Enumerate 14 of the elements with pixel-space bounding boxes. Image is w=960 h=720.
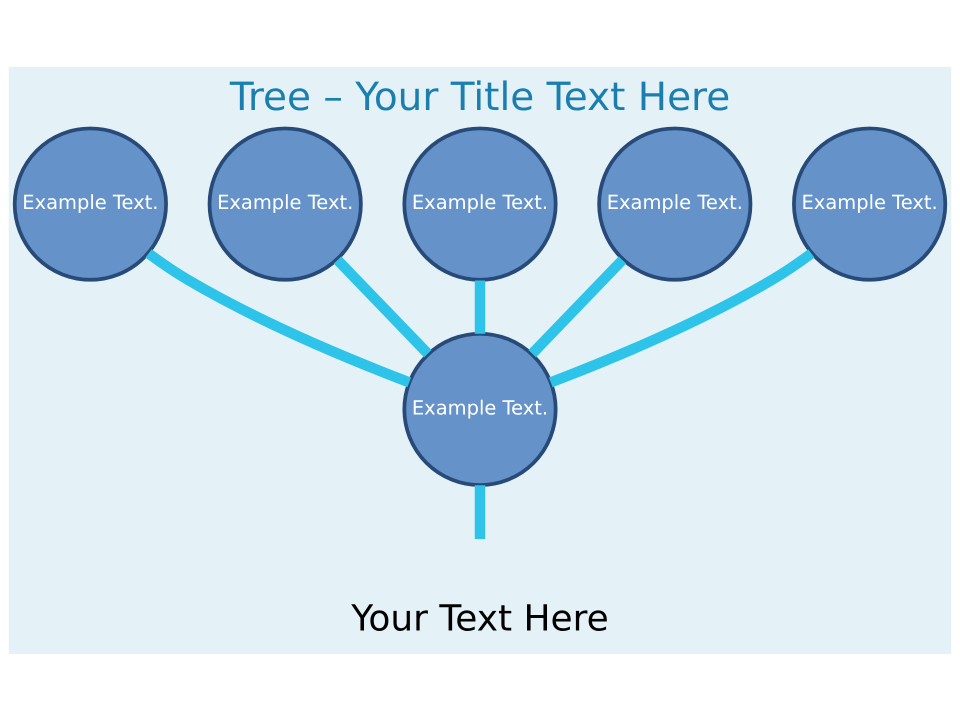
connector <box>474 484 486 538</box>
node-circle: Example Text. <box>402 331 558 486</box>
connector <box>474 280 486 334</box>
connector <box>548 248 815 387</box>
node-circle: Example Text. <box>208 126 363 282</box>
label: Your Text Here <box>351 598 609 639</box>
node-circle: Example Text. <box>792 126 948 282</box>
node-circle: Example Text. <box>402 126 558 282</box>
connector <box>334 256 432 357</box>
node-circle: Example Text. <box>597 126 752 282</box>
diagram-title: Tree – Your Title Text Here <box>230 74 730 120</box>
connector <box>528 256 626 357</box>
connector <box>145 248 412 387</box>
node-circle: Example Text. <box>12 126 168 282</box>
